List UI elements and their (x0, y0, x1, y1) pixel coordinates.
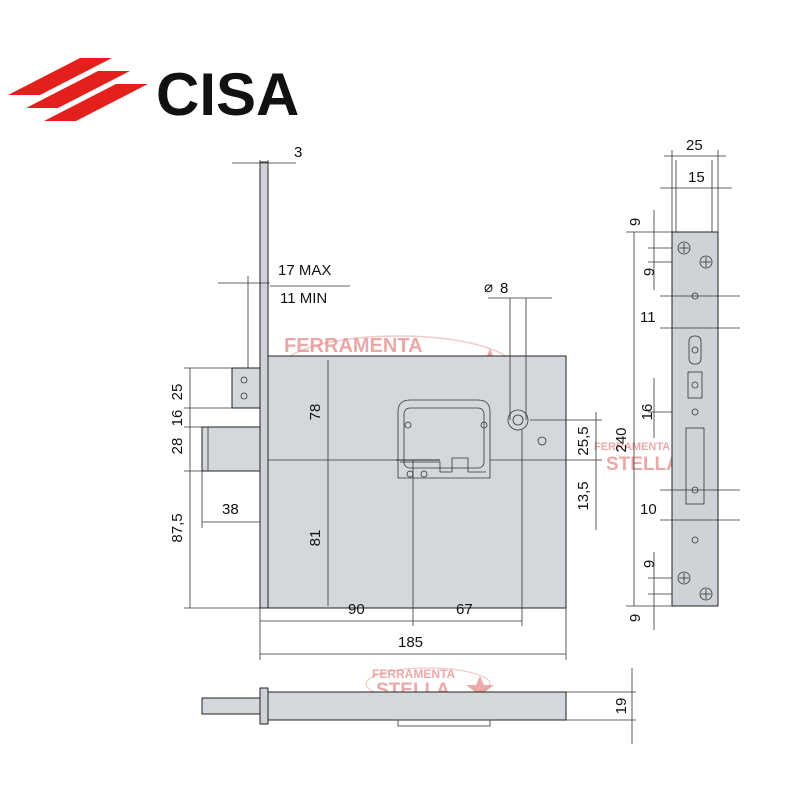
dim-fp-16: 16 (639, 404, 656, 421)
dim-bolt-height: 28 (169, 438, 186, 455)
lock-case (267, 355, 567, 609)
dim-right-25-5: 25,5 (575, 426, 592, 455)
dim-width-left: 90 (348, 601, 365, 618)
dim-upper-height: 78 (307, 404, 324, 421)
latch-housing (231, 367, 261, 409)
dim-fp-10: 10 (640, 501, 657, 518)
lock-top-view: 19 (201, 668, 636, 744)
top-view-case (267, 691, 567, 721)
dim-fp-9-b: 9 (641, 268, 658, 276)
dim-lower-offset: 87,5 (169, 513, 186, 542)
dim-bolt-top: 25 (169, 384, 186, 401)
dim-fp-9-c: 9 (641, 560, 658, 568)
dim-fp-9-a: 9 (627, 218, 644, 226)
faceplate (671, 231, 719, 607)
front-faceplate (259, 161, 269, 609)
spindle-hole (507, 409, 529, 431)
screw-icon (677, 241, 691, 255)
dim-faceplate-inner: 15 (688, 169, 705, 186)
dim-bolt-throw: 38 (222, 501, 239, 518)
lock-front-view (201, 161, 567, 609)
dim-fp-9-d: 9 (627, 614, 644, 622)
cylinder-housing (397, 399, 491, 479)
dim-backset-min: 11 MIN (280, 290, 327, 307)
brand-name: CISA (156, 61, 299, 128)
watermark-top-line: FERRAMENTA (284, 335, 423, 357)
dim-width-right: 67 (456, 601, 473, 618)
dim-spindle: 8 (500, 280, 508, 297)
dim-plate-thickness: 3 (294, 144, 302, 161)
watermark-side-top: FERRAMENTA (594, 441, 670, 453)
dim-right-13-5: 13,5 (575, 481, 592, 510)
dim-fp-11: 11 (640, 309, 656, 326)
dim-total-width: 185 (398, 634, 423, 651)
screw-icon (677, 571, 691, 585)
dim-faceplate-width: 25 (686, 137, 703, 154)
cisa-stripes-icon (8, 58, 148, 121)
top-view-bolt (201, 697, 261, 715)
screw-icon (699, 587, 713, 601)
dim-lower-height: 81 (307, 530, 324, 547)
dim-backset-max: 17 MAX (278, 262, 331, 279)
svg-text:⌀: ⌀ (484, 279, 493, 296)
top-view-faceplate (259, 687, 269, 725)
front-dimensions: 3 17 MAX 11 MIN ⌀ 8 25 16 28 87,5 38 78 … (169, 144, 602, 660)
watermark-side-bottom: STELLA (606, 454, 680, 475)
brand-logo: CISA (8, 58, 299, 128)
faceplate-view: 25 15 9 9 11 16 10 9 9 240 (613, 137, 740, 630)
deadbolt (201, 426, 261, 472)
dim-side-depth: 19 (613, 698, 630, 715)
dim-bolt-gap: 16 (169, 410, 186, 427)
screw-icon (699, 255, 713, 269)
watermark-bottom-top: FERRAMENTA (372, 667, 455, 681)
dim-faceplate-length: 240 (613, 427, 630, 452)
